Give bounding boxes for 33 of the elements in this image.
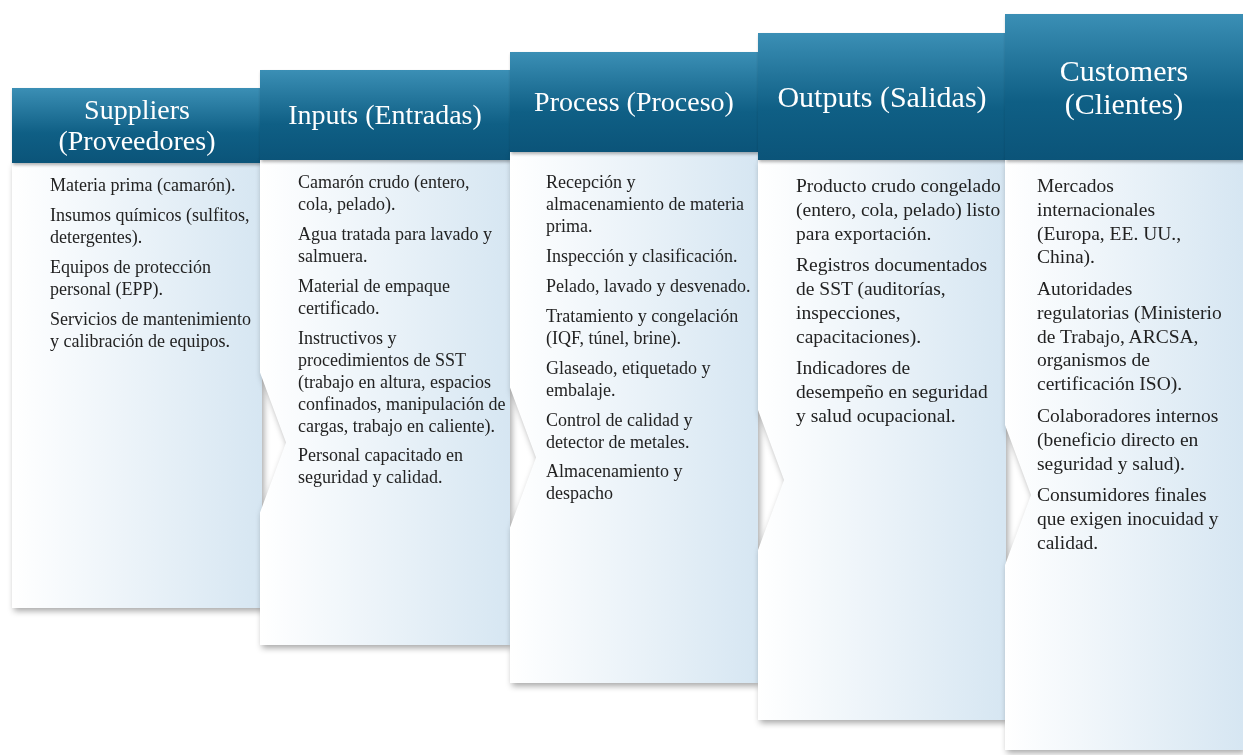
process-column: [12, 88, 262, 608]
list-item: Colaboradores internos (beneficio directo en seguridad y salud).: [1037, 404, 1220, 476]
process-column: [1005, 14, 1243, 750]
list-item: Insumos químicos (sulfitos, detergentes).: [50, 204, 251, 249]
process-column: [260, 70, 510, 645]
list-item: Control de calidad y detector de metales.: [546, 409, 694, 454]
column-header: Suppliers (Proveedores): [12, 88, 262, 163]
list-item: Instructivos y procedimientos de SST (trabajo en altura, espacios confinados, manipulación de cargas, trabajo en caliente).: [298, 327, 507, 438]
process-column: [510, 52, 758, 683]
list-item: Equipos de protección personal (EPP).: [50, 256, 212, 301]
list-item: Recepción y almacenamiento de materia prima.: [546, 172, 745, 238]
column-header: Process (Proceso): [510, 52, 758, 152]
list-item: Registros documentados de SST (auditorías, inspecciones, capacitaciones).: [796, 253, 989, 349]
list-item: Camarón crudo (entero, cola, pelado).: [298, 172, 471, 216]
process-column: [758, 33, 1006, 720]
list-item: Consumidores finales que exigen inocuidad y calidad.: [1037, 483, 1220, 555]
column-header: Outputs (Salidas): [758, 33, 1006, 160]
column-header: Customers (Clientes): [1005, 14, 1243, 160]
list-item: Materia prima (camarón).: [50, 175, 237, 197]
list-item: Almacenamiento y despacho: [546, 461, 684, 506]
list-item: Inspección y clasificación.: [546, 245, 739, 268]
list-item: Tratamiento y congelación (IQF, túnel, brine).: [546, 305, 740, 350]
list-item: Pelado, lavado y desvenado.: [546, 275, 751, 298]
list-item: Indicadores de desempeño en seguridad y salud ocupacional.: [796, 356, 989, 428]
list-item: Material de empaque certificado.: [298, 275, 451, 320]
list-item: Producto crudo congelado (entero, cola, pelado) listo para exportación.: [796, 174, 1001, 246]
list-item: Autoridades regulatorias (Ministerio de Trabajo, ARCSA, organismos de certificación ISO).: [1037, 277, 1223, 397]
list-item: Agua tratada para lavado y salmuera.: [298, 223, 493, 268]
list-item: Glaseado, etiquetado y embalaje.: [546, 357, 712, 402]
column-header: Inputs (Entradas): [260, 70, 510, 160]
list-item: Personal capacitado en seguridad y calidad.: [298, 445, 464, 490]
list-item: Servicios de mantenimiento y calibración de equipos.: [50, 308, 252, 353]
list-item: Mercados internacionales (Europa, EE. UU., China).: [1037, 174, 1183, 270]
